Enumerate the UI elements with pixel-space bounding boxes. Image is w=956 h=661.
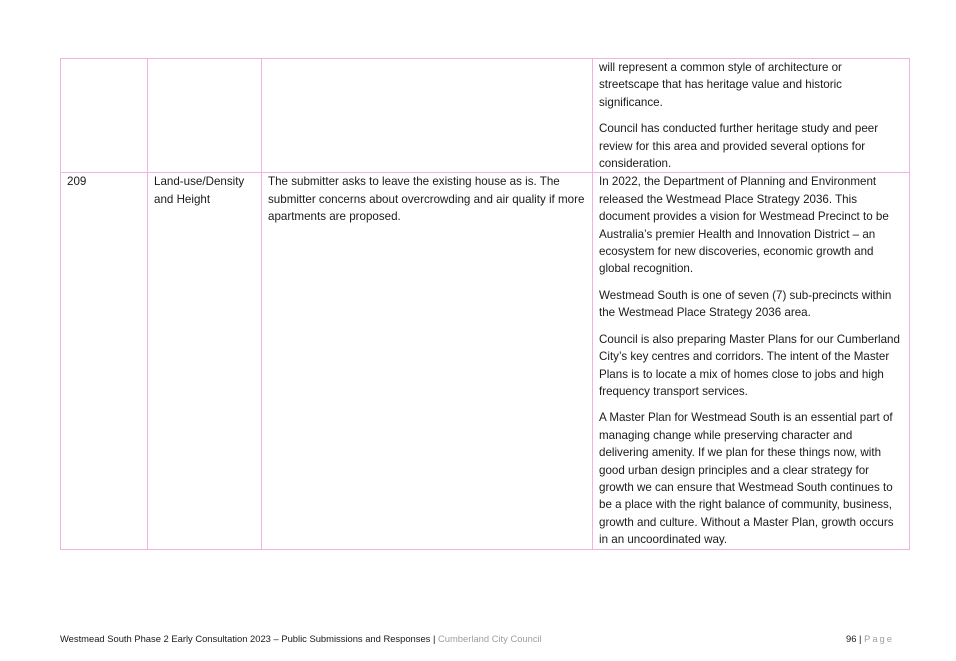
category-cell bbox=[147, 57, 262, 174]
page-number: 96 bbox=[846, 633, 857, 644]
response-paragraph: In 2022, the Department of Planning and … bbox=[599, 175, 889, 276]
category: Land-use/Density and Height bbox=[154, 175, 245, 206]
submission-text: The submitter asks to leave the existing… bbox=[268, 175, 585, 224]
table-row: will represent a common style of archite… bbox=[60, 57, 910, 174]
response-cell: will represent a common style of archite… bbox=[592, 57, 910, 174]
response-paragraph: Council is also preparing Master Plans f… bbox=[599, 332, 900, 398]
footer-document-title: Westmead South Phase 2 Early Consultatio… bbox=[60, 633, 431, 644]
response-cell: In 2022, the Department of Planning and … bbox=[592, 172, 910, 550]
response-paragraph: Council has conducted further heritage s… bbox=[599, 122, 879, 171]
footer-organisation: Cumberland City Council bbox=[438, 633, 542, 644]
submission-id: 209 bbox=[67, 175, 87, 189]
submission-id-cell bbox=[60, 57, 148, 174]
submission-id-cell: 209 bbox=[60, 172, 148, 550]
response-paragraph: A Master Plan for Westmead South is an e… bbox=[599, 411, 894, 547]
response-paragraph: will represent a common style of archite… bbox=[599, 61, 842, 109]
footer-separator: | bbox=[432, 633, 436, 644]
footer-page-group: 96 | Page bbox=[846, 632, 894, 645]
category-cell: Land-use/Density and Height bbox=[147, 172, 262, 550]
response-paragraph: Westmead South is one of seven (7) sub-p… bbox=[599, 288, 892, 320]
page-separator: | bbox=[859, 633, 862, 644]
footer-title-group: Westmead South Phase 2 Early Consultatio… bbox=[60, 632, 542, 645]
submission-cell bbox=[261, 57, 593, 174]
submission-cell: The submitter asks to leave the existing… bbox=[261, 172, 593, 550]
page-label: Page bbox=[864, 633, 894, 644]
submissions-table: will represent a common style of archite… bbox=[60, 57, 910, 550]
table-row: 209 Land-use/Density and Height The subm… bbox=[60, 172, 910, 550]
